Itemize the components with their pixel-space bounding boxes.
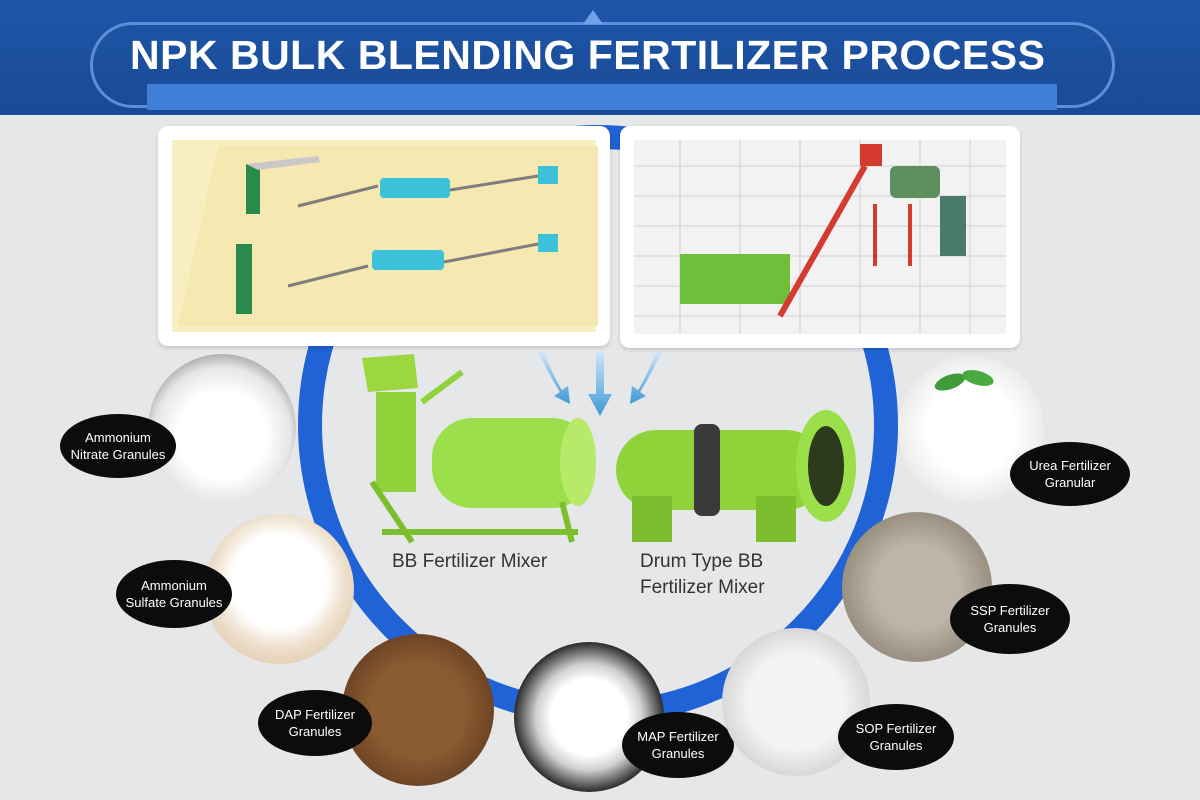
label-line: DAP Fertilizer [275, 707, 355, 722]
label-line: Granules [983, 620, 1037, 635]
label-line: Ammonium [141, 578, 207, 593]
ammonium-nitrate-granules-image [148, 354, 296, 502]
label-line: Granules [651, 746, 705, 761]
bb-mixer-label: BB Fertilizer Mixer [392, 551, 548, 572]
urea-label: Urea Fertilizer Granular [1010, 442, 1130, 506]
plant-layout-photo-1 [158, 126, 610, 346]
label-line: Sulfate Granules [125, 595, 223, 610]
label-line: Granular [1044, 475, 1096, 490]
label-line: Granules [869, 738, 923, 753]
drum-mixer-label: Drum Type BB Fertilizer Mixer [640, 550, 765, 600]
drum-mixer-label-line-1: Drum Type BB [640, 551, 764, 572]
page-title: NPK BULK BLENDING FERTILIZER PROCESS [130, 32, 1046, 78]
sop-label: SOP Fertilizer Granules [838, 704, 954, 770]
down-arrow-icon [538, 352, 662, 416]
label-line: MAP Fertilizer [637, 729, 719, 744]
label-line: Urea Fertilizer [1029, 458, 1111, 473]
label-line: SSP Fertilizer [970, 603, 1050, 618]
ammonium-sulfate-label: Ammonium Sulfate Granules [116, 560, 232, 628]
drum-mixer-label-line-2: Fertilizer Mixer [640, 577, 765, 598]
ssp-label: SSP Fertilizer Granules [950, 584, 1070, 654]
dap-label: DAP Fertilizer Granules [258, 690, 372, 756]
label-line: Nitrate Granules [70, 447, 166, 462]
map-label: MAP Fertilizer Granules [622, 712, 734, 778]
ammonium-nitrate-label: Ammonium Nitrate Granules [60, 414, 176, 478]
header-banner: NPK BULK BLENDING FERTILIZER PROCESS [0, 0, 1200, 115]
label-line: Ammonium [85, 430, 151, 445]
label-line: Granules [288, 724, 342, 739]
title-underline-bar [147, 84, 1057, 110]
drum-mixer-machine [616, 410, 856, 542]
bb-mixer-machine [362, 354, 596, 544]
label-line: SOP Fertilizer [855, 721, 937, 736]
leaf-icon [934, 370, 994, 391]
plant-layout-photo-2 [620, 126, 1020, 348]
triangle-icon [583, 10, 603, 24]
